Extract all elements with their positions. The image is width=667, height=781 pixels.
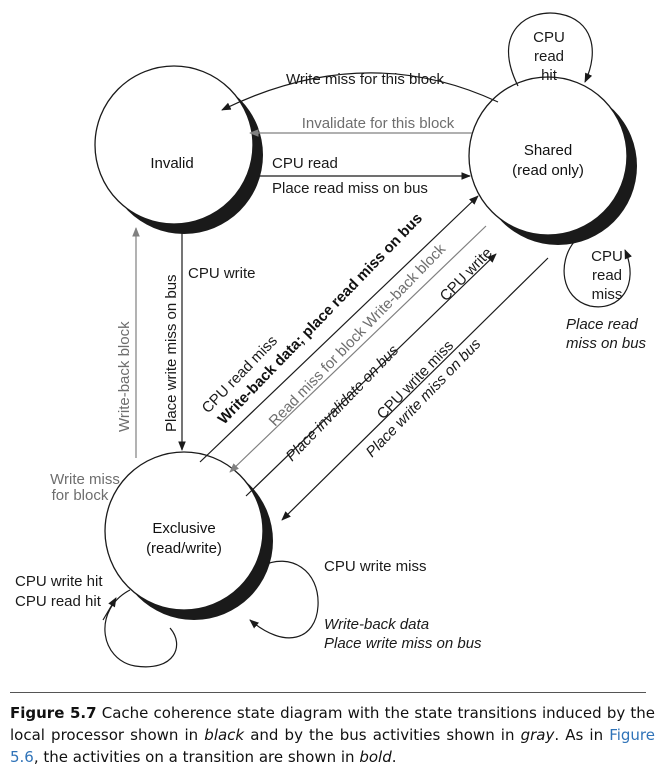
label-place-write-miss-bus-2: Place write miss on bus (324, 635, 482, 652)
label-loop-read: read (534, 48, 564, 65)
label-cpu-write-hit: CPU write hit (15, 573, 103, 590)
label-place-read-miss-bus-1: Place read (566, 316, 638, 333)
caption-text-4: , the activities on a transition are sho… (33, 748, 360, 766)
label-loop2-miss: miss (592, 286, 623, 303)
label-cpu-read-hit: CPU read hit (15, 593, 102, 610)
caption-bold-word: bold (359, 748, 392, 766)
arrow-cpu-write-shared-to-exclusive (245, 253, 497, 497)
state-shared-label-2: (read only) (512, 162, 584, 179)
loop-cpu-hit (104, 589, 178, 668)
state-shared-label-1: Shared (524, 142, 572, 159)
label-loop2-cpu: CPU (591, 248, 623, 265)
arrow-write-miss-shared-to-invalid (221, 72, 499, 111)
label-invalidate-this-block: Invalidate for this block (302, 115, 455, 132)
loop-cpu-write-miss (249, 560, 319, 639)
label-write-back-data: Write-back data (324, 616, 429, 633)
label-cpu-write: CPU write (188, 265, 256, 282)
caption-rule (10, 692, 646, 693)
caption-text-3: . As in (554, 726, 610, 744)
caption-text-1: Cache coherence state diagram with the s… (10, 704, 656, 744)
loop-cpu-hit-arrowhead (102, 597, 117, 621)
label-loop-cpu-write-miss: CPU write miss (324, 558, 427, 575)
label-write-miss-this-block: Write miss for this block (286, 71, 445, 88)
label-loop2-read: read (592, 267, 622, 284)
arrow-cpu-write-miss-shared-to-exclusive (281, 257, 549, 521)
state-exclusive: Exclusive (read/write) (104, 451, 273, 620)
label-place-write-miss: Place write miss on bus (163, 274, 180, 432)
label-loop-cpu: CPU (533, 29, 565, 46)
caption-figure-ref-link[interactable]: Figure 5.6 (10, 726, 655, 766)
label-write-back-block: Write-back block (116, 321, 133, 432)
loop-cpu-read-hit (507, 12, 593, 87)
caption-gray-word: gray (520, 726, 555, 744)
loop-cpu-read-miss (563, 241, 632, 308)
caption-text-5: . (391, 748, 397, 766)
label-place-read-miss-bus-2: miss on bus (566, 335, 647, 352)
state-invalid: Invalid (94, 65, 263, 234)
caption-black-word: black (204, 726, 245, 744)
label-write-miss-1: Write miss (50, 471, 120, 488)
arrow-read-miss-shared-to-exclusive (229, 225, 487, 473)
state-diagram: Invalid Shared (read only) Exclusive (re… (15, 12, 647, 668)
caption-text-2: and by the bus activities shown in (244, 726, 521, 744)
state-invalid-label: Invalid (150, 155, 193, 172)
figure-caption: Figure 5.7 Cache coherence state diagram… (10, 702, 655, 768)
state-exclusive-label-2: (read/write) (146, 540, 222, 557)
label-place-read-miss: Place read miss on bus (272, 180, 428, 197)
caption-figure-label: Figure 5.7 (10, 704, 97, 722)
state-shared: Shared (read only) (468, 76, 637, 245)
arrow-cpu-read-miss-exclusive-to-shared (199, 195, 479, 463)
label-cpu-read: CPU read (272, 155, 338, 172)
label-write-miss-2: for block (52, 487, 109, 504)
label-loop-hit: hit (541, 67, 558, 84)
state-exclusive-label-1: Exclusive (152, 520, 215, 537)
